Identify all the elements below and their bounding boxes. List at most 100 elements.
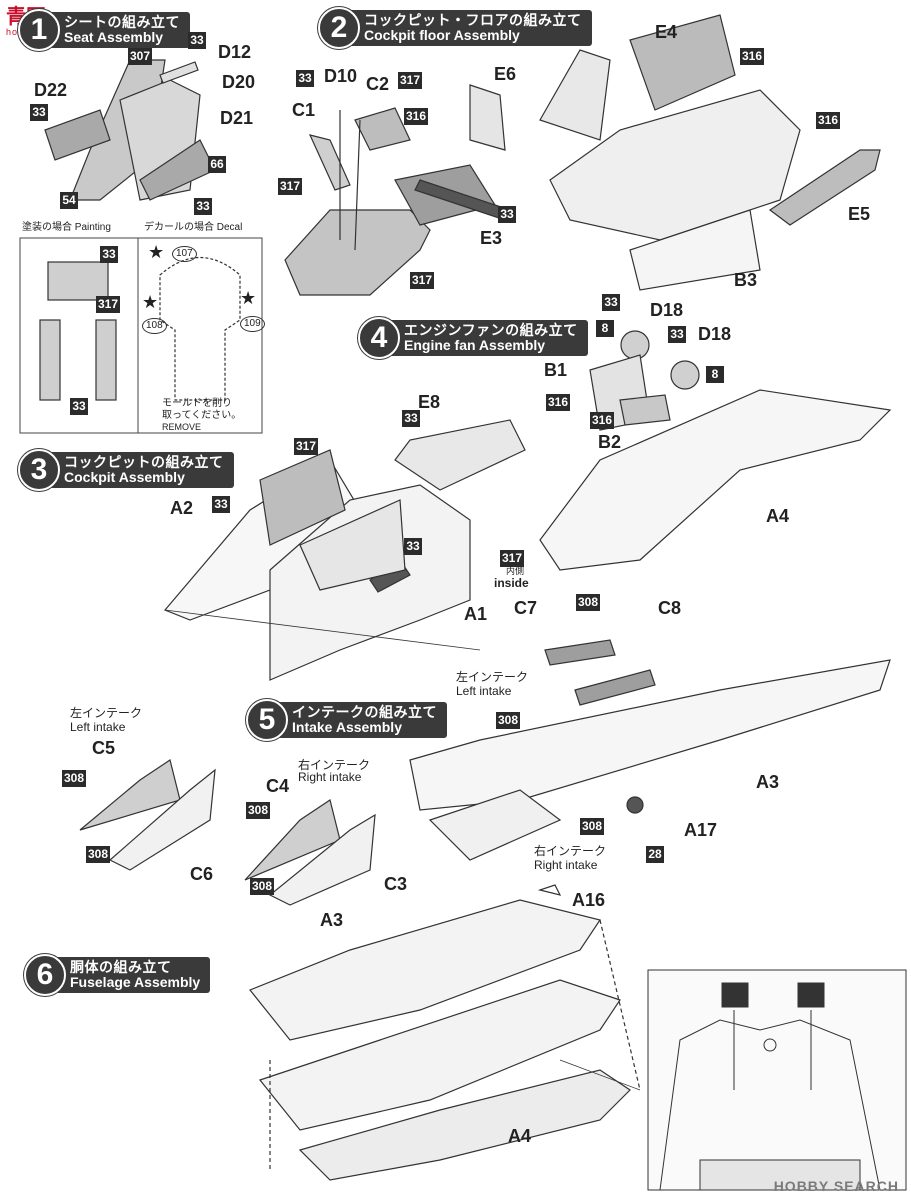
- color-code: 316: [740, 48, 765, 65]
- color-code: 317: [294, 438, 319, 455]
- color-code: 317: [500, 550, 525, 567]
- part-label: C6: [190, 864, 214, 884]
- star-icon: ★: [240, 288, 257, 308]
- right-intake-jp: 右インテーク: [298, 758, 371, 772]
- part-label: A3: [756, 772, 780, 792]
- part-label: A4: [766, 506, 790, 526]
- color-code: 33: [194, 198, 212, 215]
- color-code: 33: [404, 538, 422, 555]
- part-label: C8: [658, 598, 682, 618]
- color-code: 316: [816, 112, 841, 129]
- step-1-number: 1: [18, 9, 60, 51]
- color-code: 66: [208, 156, 226, 173]
- part-label: C2: [366, 74, 390, 94]
- part-label: E8: [418, 392, 441, 412]
- color-code: 33: [498, 206, 516, 223]
- color-code: 33: [30, 104, 48, 121]
- part-label: C5: [92, 738, 116, 758]
- part-label: D18: [698, 324, 732, 344]
- color-code: 33: [212, 496, 230, 513]
- part-label: D22: [34, 80, 68, 100]
- inside-note-jp: 内側: [506, 566, 525, 576]
- color-code: 8: [596, 320, 614, 337]
- color-code: 33: [402, 410, 420, 427]
- part-label: E3: [480, 228, 503, 248]
- part-label: D18: [650, 300, 684, 320]
- right-intake-en: Right intake: [534, 858, 598, 872]
- part-label: D10: [324, 66, 358, 86]
- left-intake-jp: 左インテーク: [456, 670, 529, 684]
- part-label: E5: [848, 204, 871, 224]
- decal-108: 108: [142, 318, 167, 334]
- left-intake-en: Left intake: [70, 720, 126, 734]
- color-code: 33: [100, 246, 118, 263]
- color-code: 317: [398, 72, 423, 89]
- right-intake-en: Right intake: [298, 770, 362, 784]
- step-6-number: 6: [24, 954, 66, 996]
- part-label: A1: [464, 604, 488, 624]
- remove-en: REMOVE: [162, 422, 202, 432]
- star-icon: ★: [142, 292, 159, 312]
- color-code: 33: [188, 32, 206, 49]
- color-code: 316: [590, 412, 615, 429]
- watermark: HOBBY SEARCH: [773, 1178, 899, 1194]
- part-label: A2: [170, 498, 194, 518]
- part-label: B1: [544, 360, 568, 380]
- color-code: 308: [250, 878, 275, 895]
- color-code: 33: [296, 70, 314, 87]
- part-label: A17: [684, 820, 718, 840]
- part-label: C3: [384, 874, 408, 894]
- part-label: A3: [320, 910, 344, 930]
- color-code: 54: [60, 192, 78, 209]
- part-label: E6: [494, 64, 517, 84]
- color-code: 308: [246, 802, 271, 819]
- color-code: 33: [602, 294, 620, 311]
- color-code: 308: [62, 770, 87, 787]
- decal-107: 107: [172, 246, 197, 262]
- color-code: 317: [96, 296, 121, 313]
- remove-jp-2: 取ってください。: [162, 410, 242, 421]
- color-code: 33: [70, 398, 88, 415]
- part-label: E4: [655, 22, 678, 42]
- color-code: 308: [496, 712, 521, 729]
- remove-jp-1: モールドを削り: [162, 398, 232, 409]
- part-label: C7: [514, 598, 538, 618]
- part-label: B3: [734, 270, 758, 290]
- detail-inset-box: [647, 969, 907, 1191]
- part-label: A4: [508, 1126, 532, 1146]
- part-label: A16: [572, 890, 606, 910]
- color-code: 307: [128, 48, 153, 65]
- color-code: 317: [278, 178, 303, 195]
- color-code: 28: [646, 846, 664, 863]
- right-intake-jp: 右インテーク: [534, 844, 607, 858]
- part-label: C4: [266, 776, 290, 796]
- inside-note-en: inside: [494, 576, 529, 590]
- step-2-number: 2: [318, 7, 360, 49]
- painting-caption: 塗装の場合 Painting: [22, 222, 111, 233]
- part-label: D21: [220, 108, 254, 128]
- step-3-number: 3: [18, 449, 60, 491]
- part-label: D12: [218, 42, 252, 62]
- color-code: 316: [546, 394, 571, 411]
- part-label: D20: [222, 72, 256, 92]
- part-label: C1: [292, 100, 316, 120]
- color-code: 316: [404, 108, 429, 125]
- decal-109: 109: [240, 316, 265, 332]
- color-code: 308: [86, 846, 111, 863]
- color-code: 308: [580, 818, 605, 835]
- step-5-number: 5: [246, 699, 288, 741]
- star-icon: ★: [148, 242, 165, 262]
- left-intake-jp: 左インテーク: [70, 706, 143, 720]
- decal-caption: デカールの場合 Decal: [144, 222, 243, 233]
- left-intake-en: Left intake: [456, 684, 512, 698]
- step-4-number: 4: [358, 317, 400, 359]
- color-code: 8: [706, 366, 724, 383]
